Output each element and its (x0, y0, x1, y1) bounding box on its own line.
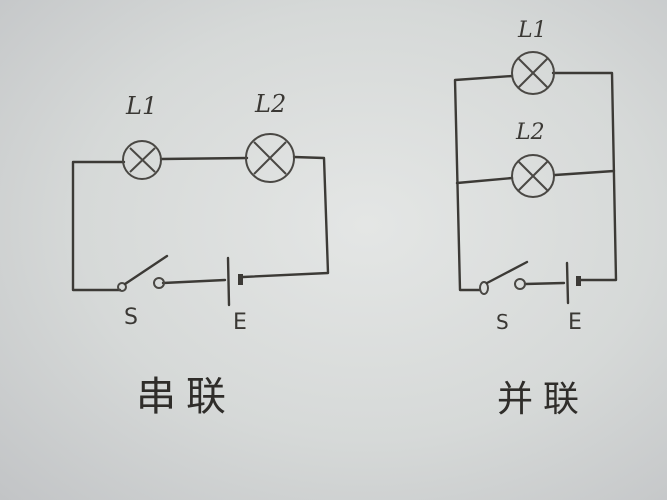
parallel-battery-label: E (568, 310, 582, 335)
series-battery-label: E (233, 310, 247, 335)
series-lamp-l1-icon (122, 140, 162, 180)
parallel-switch-label: S (496, 310, 509, 334)
parallel-switch-icon (479, 260, 529, 295)
series-switch-icon (117, 254, 169, 292)
series-battery-icon (226, 256, 243, 307)
series-wires (71, 155, 330, 292)
parallel-lamp-l1-icon (511, 51, 555, 95)
series-lamp-l2-icon (245, 133, 295, 183)
parallel-l2-label: L2 (516, 120, 545, 145)
series-l1-label: L1 (126, 92, 158, 120)
parallel-battery-icon (565, 261, 581, 305)
parallel-lamp-l2-icon (511, 154, 555, 198)
parallel-title: 并联 (497, 379, 590, 420)
series-title: 串联 (136, 374, 236, 420)
series-switch-label: S (124, 305, 138, 330)
parallel-wires (453, 71, 618, 292)
series-l2-label: L2 (255, 90, 287, 118)
parallel-l1-label: L1 (518, 18, 547, 43)
